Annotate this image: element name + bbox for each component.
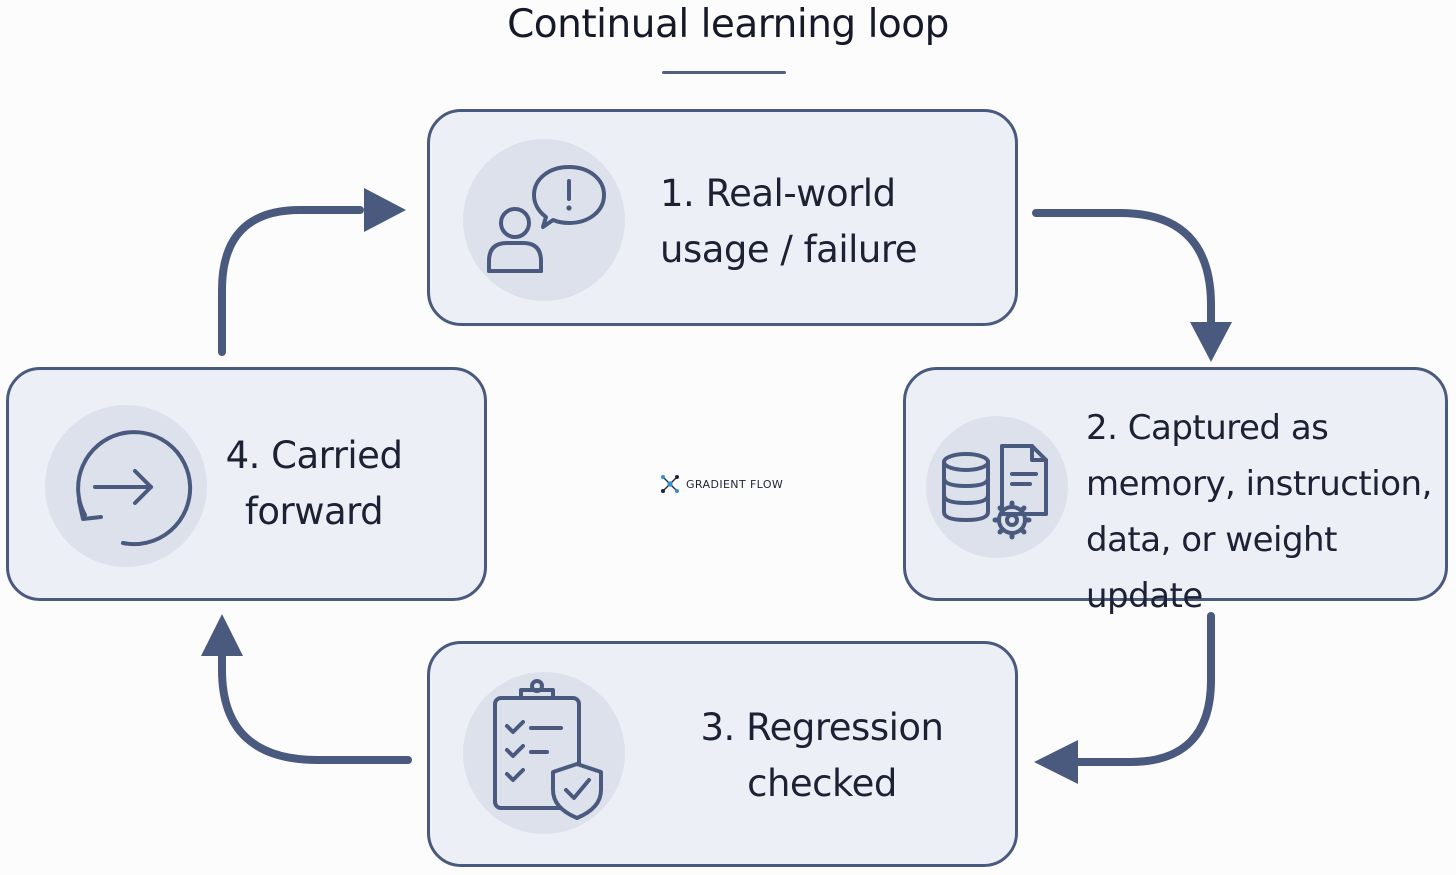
arrow-2-to-3 [1074,612,1215,766]
step-label: 1. Real-world usage / failure [660,172,918,271]
arrow-3-to-4 [218,651,412,764]
step-label: 4. Carried forward [225,434,403,533]
step-label: 3. Regression checked [700,706,944,805]
icon-badge [463,672,625,834]
arrowhead-up [201,614,243,656]
step-card-carried-forward: 4. Carried forward [6,367,487,601]
network-nodes-icon [661,475,679,493]
clipboard-checklist-shield-icon [493,679,603,820]
arrowhead-left [1034,740,1078,784]
circular-arrow-right-icon [76,430,193,547]
step-card-captured: 2. Captured as memory, instruction, data… [903,367,1448,616]
arrow-4-to-1 [218,206,364,356]
icon-badge [45,405,207,567]
step-label: 2. Captured as memory, instruction, data… [1086,408,1432,616]
database-document-gear-icon [942,444,1048,540]
arrow-1-to-2 [1032,209,1215,329]
icon-badge [463,139,625,301]
icon-badge [926,416,1068,558]
watermark-text: GRADIENT FLOW [686,477,784,491]
step-card-real-world-usage: 1. Real-world usage / failure [427,109,1018,326]
gradient-flow-logo: GRADIENT FLOW [658,472,783,496]
user-speech-alert-icon [487,165,606,273]
arrowhead-right [364,188,406,232]
arrowhead-down [1190,322,1232,362]
title-underline [662,71,786,74]
diagram-title: Continual learning loop [507,2,949,47]
step-card-regression-checked: 3. Regression checked [427,641,1018,867]
